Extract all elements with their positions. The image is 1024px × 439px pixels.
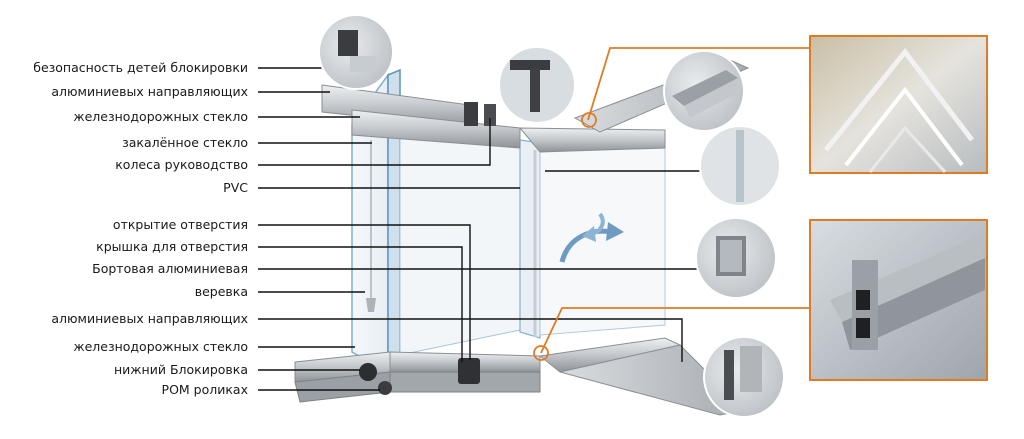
label-guide-wheels: колеса руководство	[115, 157, 248, 172]
label-pvc: PVC	[223, 180, 248, 195]
detail-circle-bottom-profile	[703, 336, 785, 418]
label-hole-cover: крышка для отверстия	[96, 239, 248, 254]
rope	[366, 140, 376, 312]
label-bottom-lock: нижний Блокировка	[114, 362, 248, 377]
photo-inset-glass-joint	[809, 35, 988, 174]
photo-inset-rail-profile	[809, 219, 988, 381]
label-opening-hole: открытие отверстия	[112, 217, 248, 232]
label-rope: веревка	[194, 284, 248, 299]
detail-circle-child-lock	[318, 14, 394, 90]
detail-circle-top-rail-profile	[663, 50, 745, 132]
label-tempered-glass: закалённое стекло	[122, 135, 248, 150]
orange-connectors	[533, 47, 810, 361]
label-side-profile: Бортовая алюминиевая	[92, 261, 248, 276]
rotate-arrows-icon	[559, 212, 624, 263]
detail-circle-pvc	[699, 125, 781, 207]
glass-panels	[351, 68, 666, 380]
detail-circle-side-profile	[695, 217, 777, 299]
label-top-rail: алюминиевых направляющих	[51, 84, 248, 99]
label-child-lock: безопасность детей блокировки	[33, 60, 248, 75]
label-pom-rollers: POM роликах	[161, 382, 248, 397]
label-bottom-glass-rail: железнодорожных стекло	[73, 339, 248, 354]
label-top-glass-rail: железнодорожных стекло	[73, 109, 248, 124]
bottom-rail	[294, 337, 747, 416]
detail-circle-guide-wheel	[498, 46, 576, 124]
label-bottom-rail: алюминиевых направляющих	[51, 311, 248, 326]
